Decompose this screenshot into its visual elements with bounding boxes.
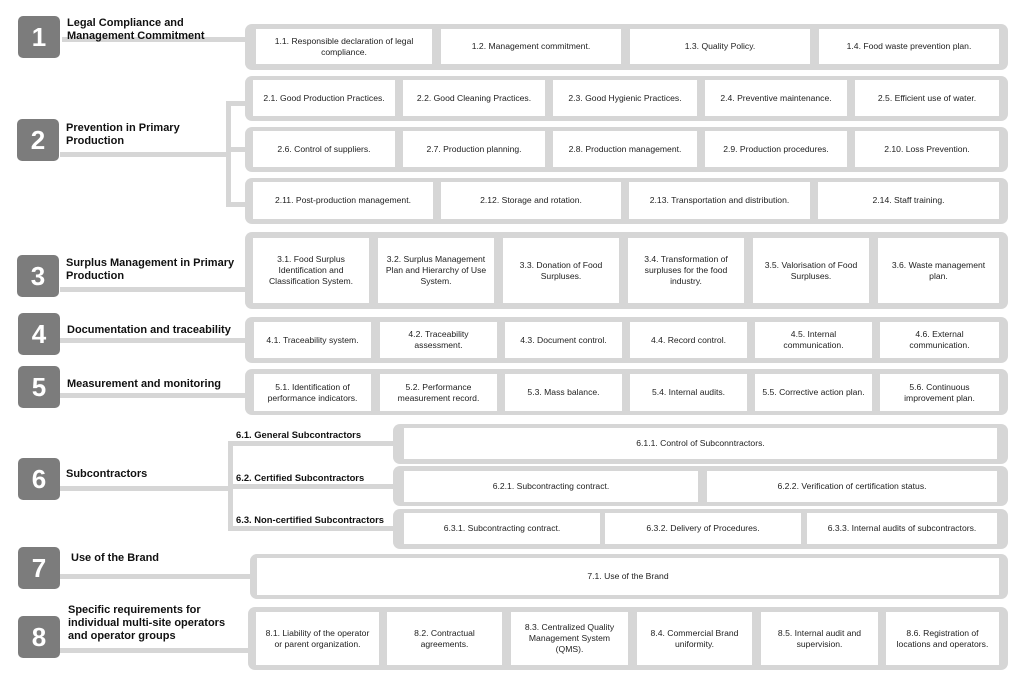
connector-8 [60, 648, 248, 653]
item-4-1: 4.1. Traceability system. [254, 322, 371, 358]
connector-2-top [226, 101, 246, 106]
item-3-1: 3.1. Food Surplus Identification and Cla… [253, 238, 369, 303]
item-2-5: 2.5. Efficient use of water. [855, 80, 999, 116]
section-number-4: 4 [18, 313, 60, 355]
item-2-9: 2.9. Production procedures. [705, 131, 847, 167]
item-8-5: 8.5. Internal audit and supervision. [761, 612, 878, 665]
item-6-3-1: 6.3.1. Subcontracting contract. [404, 513, 600, 544]
item-4-4: 4.4. Record control. [630, 322, 747, 358]
item-8-1: 8.1. Liability of the operator or parent… [256, 612, 379, 665]
connector-2-mid [226, 147, 246, 152]
item-3-3: 3.3. Donation of Food Surpluses. [503, 238, 619, 303]
connector-3 [60, 287, 246, 292]
item-3-5: 3.5. Valorisation of Food Surpluses. [753, 238, 869, 303]
item-8-6: 8.6. Registration of locations and opera… [886, 612, 999, 665]
item-4-3: 4.3. Document control. [505, 322, 622, 358]
item-5-1: 5.1. Identification of performance indic… [254, 374, 371, 411]
connector-5 [60, 393, 246, 398]
section-title-5: Measurement and monitoring [67, 378, 222, 390]
item-7-1: 7.1. Use of the Brand [257, 558, 999, 595]
connector-6-bottom [228, 526, 393, 531]
item-2-1: 2.1. Good Production Practices. [253, 80, 395, 116]
item-3-2: 3.2. Surplus Management Plan and Hierarc… [378, 238, 494, 303]
section-number-8: 8 [18, 616, 60, 658]
item-8-2: 8.2. Contractual agreements. [387, 612, 502, 665]
item-1-4: 1.4. Food waste prevention plan. [819, 29, 999, 64]
subgroup-label-6-2: 6.2. Certified Subcontractors [236, 472, 365, 483]
section-title-8: Specific requirements for individual mul… [68, 604, 226, 642]
section-number-7: 7 [18, 547, 60, 589]
item-4-5: 4.5. Internal communication. [755, 322, 872, 358]
section-number-2: 2 [17, 119, 59, 161]
item-5-4: 5.4. Internal audits. [630, 374, 747, 411]
section-title-3: Surplus Management in Primary Production [66, 257, 235, 282]
item-8-4: 8.4. Commercial Brand uniformity. [637, 612, 752, 665]
item-2-12: 2.12. Storage and rotation. [441, 182, 621, 219]
connector-2-main [60, 152, 230, 157]
item-2-14: 2.14. Staff training. [818, 182, 999, 219]
item-1-2: 1.2. Management commitment. [441, 29, 621, 64]
item-6-3-3: 6.3.3. Internal audits of subcontractors… [807, 513, 997, 544]
item-3-6: 3.6. Waste management plan. [878, 238, 999, 303]
connector-6-mid [228, 484, 393, 489]
section-title-6: Subcontractors [66, 468, 148, 480]
item-6-1-1: 6.1.1. Control of Subconntractors. [404, 428, 997, 459]
item-6-2-2: 6.2.2. Verification of certification sta… [707, 471, 997, 502]
item-2-10: 2.10. Loss Prevention. [855, 131, 999, 167]
section-number-3: 3 [17, 255, 59, 297]
item-5-2: 5.2. Performance measurement record. [380, 374, 497, 411]
connector-4 [60, 338, 246, 343]
section-number-1: 1 [18, 16, 60, 58]
item-4-2: 4.2. Traceability assessment. [380, 322, 497, 358]
item-4-6: 4.6. External communication. [880, 322, 999, 358]
item-1-3: 1.3. Quality Policy. [630, 29, 810, 64]
subgroup-label-6-3: 6.3. Non-certified Subcontractors [236, 514, 384, 525]
section-title-2: Prevention in Primary Production [66, 122, 180, 147]
item-8-3: 8.3. Centralized Quality Management Syst… [511, 612, 628, 665]
connector-1 [62, 37, 247, 42]
item-5-3: 5.3. Mass balance. [505, 374, 622, 411]
item-1-1: 1.1. Responsible declaration of legal co… [256, 29, 432, 64]
item-2-13: 2.13. Transportation and distribution. [629, 182, 810, 219]
connector-2-bottom [226, 202, 246, 207]
item-2-3: 2.3. Good Hygienic Practices. [553, 80, 697, 116]
connector-7 [60, 574, 250, 579]
item-2-8: 2.8. Production management. [553, 131, 697, 167]
item-2-2: 2.2. Good Cleaning Practices. [403, 80, 545, 116]
item-2-7: 2.7. Production planning. [403, 131, 545, 167]
item-6-2-1: 6.2.1. Subcontracting contract. [404, 471, 698, 502]
subgroup-label-6-1: 6.1. General Subcontractors [236, 429, 362, 440]
connector-6-top [228, 441, 393, 446]
item-6-3-2: 6.3.2. Delivery of Procedures. [605, 513, 801, 544]
section-title-7: Use of the Brand [71, 552, 160, 564]
connector-6-main [60, 486, 230, 491]
section-title-1: Legal Compliance and Management Commitme… [67, 17, 205, 42]
section-number-6: 6 [18, 458, 60, 500]
item-2-6: 2.6. Control of suppliers. [253, 131, 395, 167]
section-number-5: 5 [18, 366, 60, 408]
item-3-4: 3.4. Transformation of surpluses for the… [628, 238, 744, 303]
item-2-11: 2.11. Post-production management. [253, 182, 433, 219]
item-5-5: 5.5. Corrective action plan. [755, 374, 872, 411]
item-5-6: 5.6. Continuous improvement plan. [880, 374, 999, 411]
section-title-4: Documentation and traceability [67, 324, 231, 336]
item-2-4: 2.4. Preventive maintenance. [705, 80, 847, 116]
